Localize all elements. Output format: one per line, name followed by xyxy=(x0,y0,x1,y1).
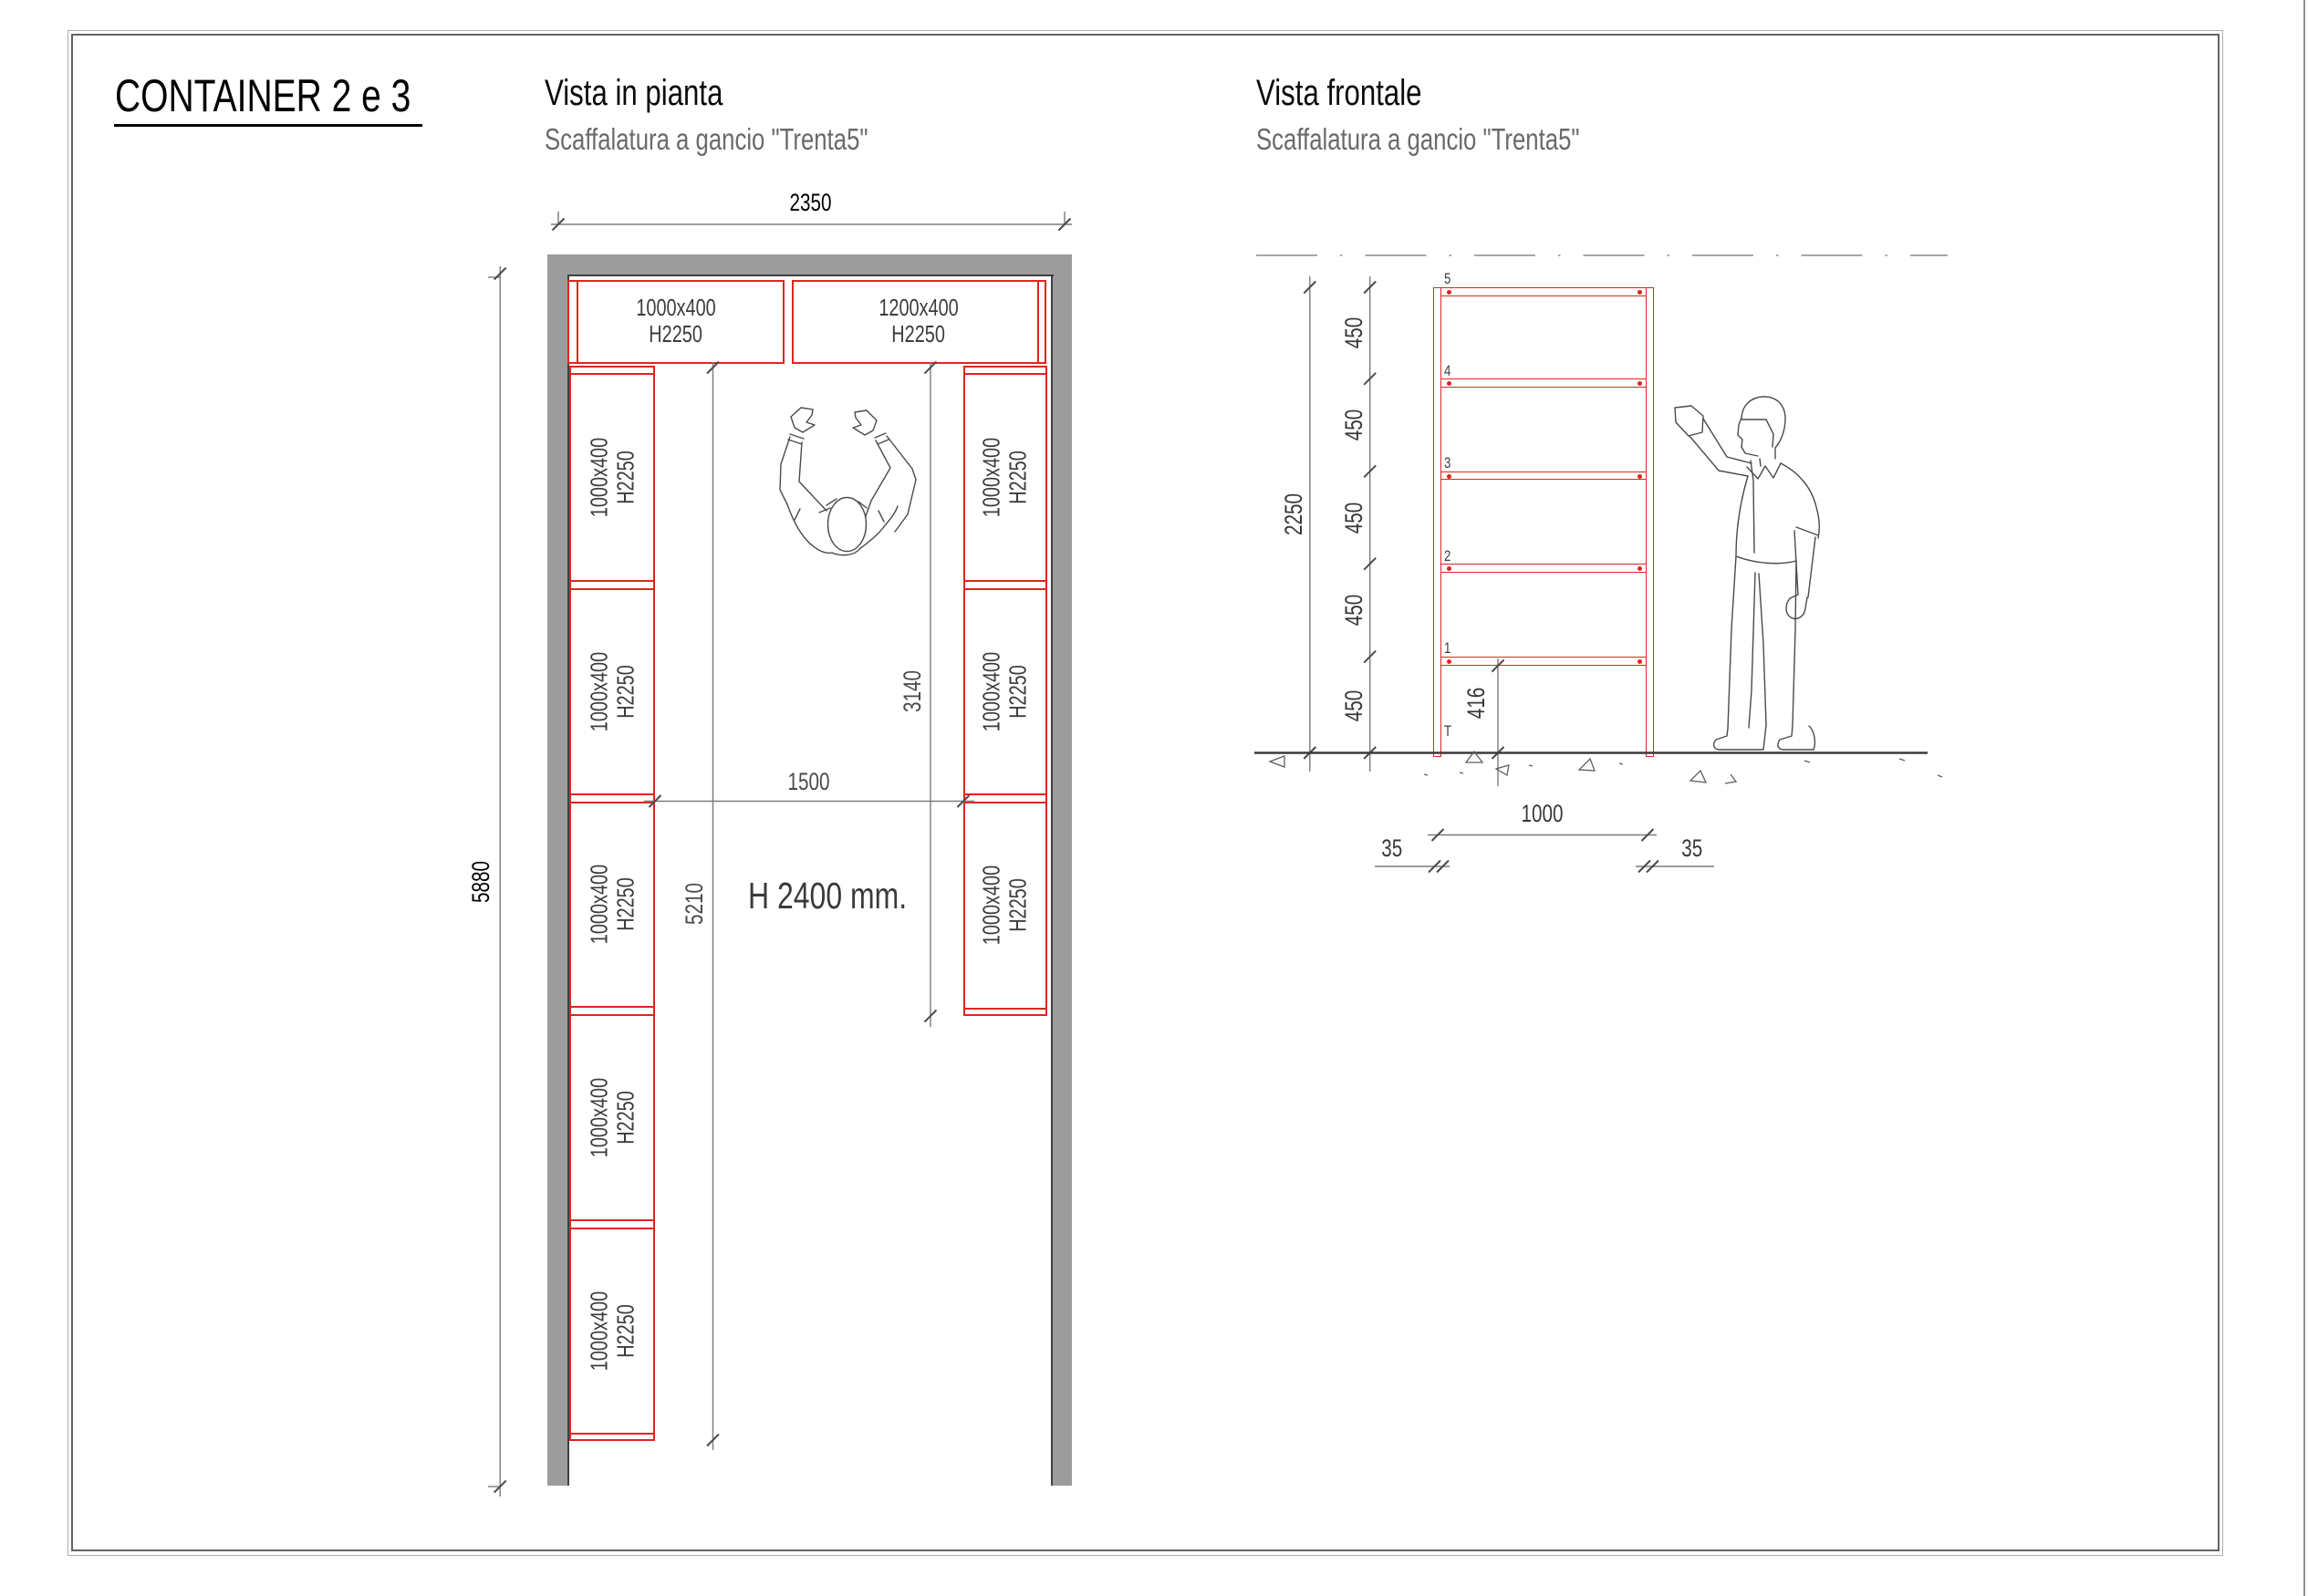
shelf-numbers-3-text: 2 xyxy=(1444,546,1451,565)
plan-wall-top xyxy=(547,254,1072,275)
ground-hatch-marks xyxy=(1268,750,1943,784)
front-shelf-1 xyxy=(1440,657,1647,666)
front-shelf-1-number: 1 xyxy=(1444,639,1452,658)
shelf-numbers-4-text: 1 xyxy=(1444,639,1451,657)
plan-unit-top-1-label: 1000x400 H2250 xyxy=(585,295,767,347)
plan-right-divider-line xyxy=(965,801,1045,803)
page-title: CONTAINER 2 e 3 xyxy=(115,73,494,119)
clear-height-note-text: H 2400 mm. xyxy=(748,875,908,917)
plan-shelf-unit-top-2 xyxy=(792,280,1046,364)
front-base-label: T xyxy=(1444,722,1453,741)
shelf-numbers-1-text: 4 xyxy=(1444,361,1451,379)
front-shelf-2 xyxy=(1440,564,1647,573)
plan-left-divider-line xyxy=(571,793,653,795)
front-shelf-dot xyxy=(1446,473,1451,479)
title-text: CONTAINER 2 e 3 xyxy=(115,70,411,121)
plan-right-divider-line xyxy=(965,793,1045,795)
heading-text: Vista in pianta xyxy=(545,73,723,113)
window-edge-line xyxy=(2303,0,2305,1596)
size-text: 1200x400 xyxy=(878,295,959,321)
front-shelf-2-number: 2 xyxy=(1444,547,1452,565)
front-dim-upright-left-label: 35 xyxy=(1337,834,1447,862)
front-shelf-dot xyxy=(1446,658,1451,664)
plan-wall-top-inner-line xyxy=(567,274,1054,276)
dimension-ticks xyxy=(493,217,1659,1494)
plan-unit-top-2-label: 1200x400 H2250 xyxy=(827,295,1010,347)
front-upright-left xyxy=(1433,287,1441,757)
height-text: H2250 xyxy=(891,321,946,347)
dimension-lines xyxy=(488,212,1714,1497)
front-shelf-dot xyxy=(1446,289,1451,295)
front-shelf-dot xyxy=(1637,381,1642,386)
front-shelf-dot xyxy=(1637,289,1642,295)
plan-left-divider-line xyxy=(571,1432,653,1435)
plan-wall-left-inner-line xyxy=(567,274,569,1486)
plan-right-divider-line xyxy=(965,587,1045,590)
size-text: 1000x400 xyxy=(636,295,716,321)
aisle-width-text: 1500 xyxy=(787,768,829,795)
shelf-numbers-2-text: 3 xyxy=(1444,454,1451,472)
front-shelf-5 xyxy=(1440,287,1647,296)
plan-shelf-column-left xyxy=(569,366,655,1441)
plan-shelf-unit-top-2-end-panel xyxy=(1037,282,1039,362)
plan-left-divider-line xyxy=(571,372,653,375)
plan-left-divider-line xyxy=(571,801,653,803)
front-shelf-5-number: 5 xyxy=(1444,270,1452,288)
plan-left-divider-line xyxy=(571,1218,653,1221)
front-shelf-dot xyxy=(1637,565,1642,571)
plan-person-figure xyxy=(779,407,917,556)
front-shelf-4 xyxy=(1440,378,1647,388)
title-underline xyxy=(114,124,422,127)
shelf-numbers-0-text: 5 xyxy=(1444,270,1451,287)
front-shelf-3-number: 3 xyxy=(1444,454,1452,472)
plan-right-divider-line xyxy=(965,579,1045,582)
plan-right-divider-line xyxy=(965,372,1045,375)
plan-right-divider-line xyxy=(965,1007,1045,1010)
base-label-text: T xyxy=(1444,722,1452,740)
plan-left-divider-line xyxy=(571,1005,653,1008)
plan-wall-right xyxy=(1052,254,1072,1486)
plan-shelf-unit-top-1 xyxy=(567,280,785,364)
plan-view-subtitle: Scaffalatura a gancio "Trenta5" xyxy=(545,122,960,157)
plan-wall-left xyxy=(547,254,567,1486)
subtitle-text: Scaffalatura a gancio "Trenta5" xyxy=(545,122,868,156)
front-shelf-dot xyxy=(1637,473,1642,479)
height-text: H2250 xyxy=(649,321,703,347)
front-shelf-dot xyxy=(1637,658,1642,664)
page-frame-outer xyxy=(68,30,2223,1556)
front-shelf-4-number: 4 xyxy=(1444,362,1452,380)
plan-wall-right-inner-line xyxy=(1050,274,1053,1486)
subtitle-text: Scaffalatura a gancio "Trenta5" xyxy=(1256,122,1580,156)
front-view-subtitle: Scaffalatura a gancio "Trenta5" xyxy=(1256,122,1671,157)
front-shelf-dot xyxy=(1446,565,1451,571)
plan-left-divider-line xyxy=(571,579,653,582)
front-shelf-3 xyxy=(1440,471,1647,481)
front-person-figure xyxy=(1674,396,1821,751)
plan-clear-height-note: H 2400 mm. xyxy=(748,876,951,915)
front-dim-upright-right-label: 35 xyxy=(1637,834,1747,862)
plan-left-divider-line xyxy=(571,587,653,590)
upright-right-text: 35 xyxy=(1681,834,1703,862)
plan-dim-aisle-label: 1500 xyxy=(754,768,863,795)
container-width-text: 2350 xyxy=(789,189,831,216)
page-frame-inner xyxy=(71,34,2220,1551)
plan-dim-width-label: 2350 xyxy=(755,189,865,216)
front-upright-right xyxy=(1646,287,1654,757)
plan-left-divider-line xyxy=(571,1228,653,1229)
bay-width-text: 1000 xyxy=(1521,799,1563,827)
heading-text: Vista frontale xyxy=(1256,73,1422,113)
front-view-heading: Vista frontale xyxy=(1256,75,1469,111)
plan-shelf-unit-top-1-end-panel xyxy=(577,282,578,362)
plan-shelf-column-right xyxy=(963,366,1047,1016)
plan-view-heading: Vista in pianta xyxy=(545,75,774,111)
front-shelf-dot xyxy=(1446,381,1451,386)
front-dim-bay-width-label: 1000 xyxy=(1487,800,1596,827)
plan-left-divider-line xyxy=(571,1014,653,1016)
upright-left-text: 35 xyxy=(1380,834,1402,862)
